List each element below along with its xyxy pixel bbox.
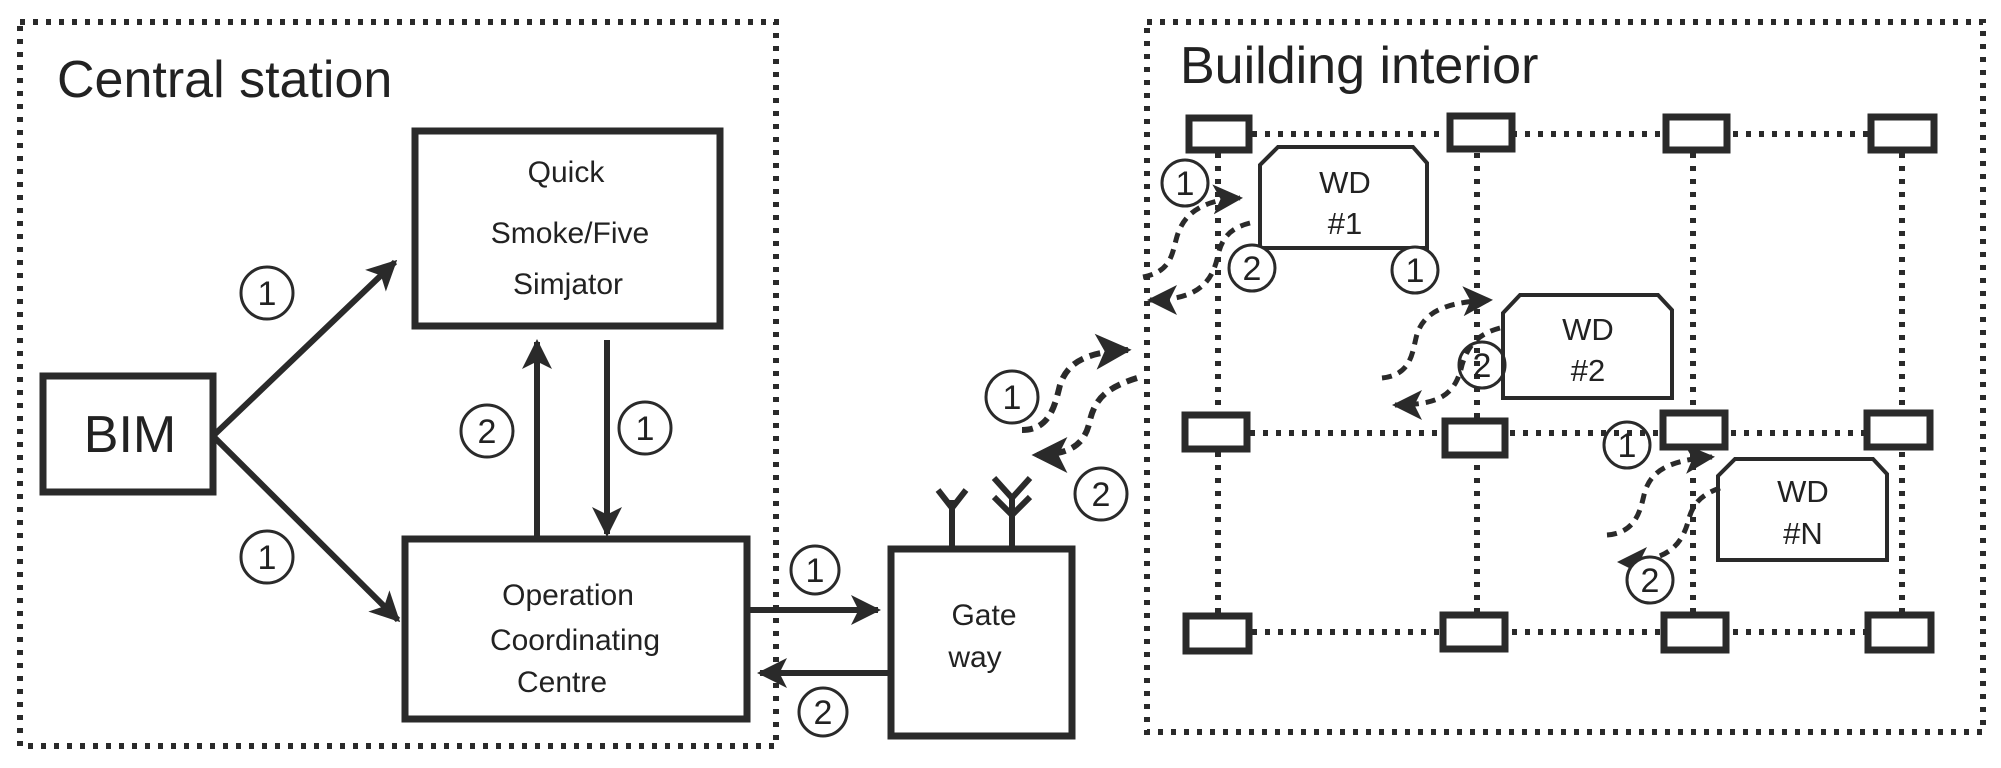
svg-text:1: 1 xyxy=(258,539,277,577)
wd-1-link-in xyxy=(1142,184,1243,280)
sensor-node[interactable] xyxy=(1181,411,1251,453)
sensor-nodes xyxy=(1181,112,1938,655)
central-station-region: Central station xyxy=(17,19,779,749)
occ-label-line-1: Operation xyxy=(502,579,634,612)
wd-2-label-line-2: #2 xyxy=(1571,353,1605,388)
building-interior-border xyxy=(1144,19,1986,735)
wd-2-label-line-1: WD xyxy=(1562,312,1614,347)
svg-text:2: 2 xyxy=(1641,562,1660,600)
gateway-box xyxy=(887,545,1076,740)
sensor-node[interactable] xyxy=(1446,112,1516,153)
svg-text:1: 1 xyxy=(636,410,655,448)
simulator-label-line-2: Smoke/Five xyxy=(491,217,649,250)
step-marker: 1 xyxy=(1390,245,1440,295)
wd-n-label-line-2: #N xyxy=(1783,516,1823,551)
gateway-label-line-2: way xyxy=(947,641,1001,674)
sensor-node[interactable] xyxy=(1439,611,1509,653)
central-station-title: Central station xyxy=(57,51,392,109)
simulator-box xyxy=(411,127,724,330)
arrow-bim-to-simulator xyxy=(210,259,398,439)
wd-1-label-line-1: WD xyxy=(1319,165,1371,200)
step-marker: 2 xyxy=(459,403,515,459)
step-marker: 1 xyxy=(239,265,295,321)
bim-box xyxy=(39,372,217,496)
wd-n-link-out xyxy=(1617,485,1721,577)
gateway-node[interactable]: Gate way xyxy=(887,475,1076,740)
step-marker: 1 xyxy=(1602,420,1652,470)
wd-2-link-in xyxy=(1381,286,1493,381)
wireless-device-n[interactable]: WD #N xyxy=(1716,457,1889,562)
wd-n-box xyxy=(1716,457,1889,562)
step-marker: 2 xyxy=(797,686,849,738)
svg-text:1: 1 xyxy=(1406,252,1425,290)
wd-1-box xyxy=(1258,145,1429,250)
step-marker: 1 xyxy=(239,529,295,585)
svg-text:1: 1 xyxy=(1618,427,1637,465)
occ-box xyxy=(401,535,751,723)
gateway-label-line-1: Gate xyxy=(951,599,1016,632)
step-marker: 1 xyxy=(1160,158,1210,208)
sensor-node[interactable] xyxy=(1863,409,1934,451)
building-interior-title: Building interior xyxy=(1180,37,1538,95)
bim-label: BIM xyxy=(84,406,176,464)
antenna-1-icon xyxy=(935,488,969,513)
sensor-node[interactable] xyxy=(1185,114,1253,154)
svg-text:2: 2 xyxy=(1092,476,1111,514)
step-marker: 1 xyxy=(789,544,841,596)
bim-node[interactable]: BIM xyxy=(39,372,217,496)
simulator-label-line-1: Quick xyxy=(528,156,606,189)
wd-2-box xyxy=(1501,293,1674,400)
sensor-node[interactable] xyxy=(1867,113,1938,154)
sensor-node[interactable] xyxy=(1662,113,1731,154)
svg-text:2: 2 xyxy=(1473,347,1492,385)
sensor-node[interactable] xyxy=(1182,612,1253,655)
wireless-link-downlink xyxy=(1031,375,1138,473)
wireless-device-2[interactable]: WD #2 xyxy=(1501,293,1674,400)
central-step-markers: 1 1 2 1 1 2 xyxy=(239,265,849,738)
wd-2-link-out xyxy=(1392,325,1501,420)
central-arrows xyxy=(210,259,888,688)
step-marker: 2 xyxy=(1073,466,1129,522)
svg-text:2: 2 xyxy=(814,694,833,732)
building-step-markers: 1 2 1 2 1 2 xyxy=(1160,158,1675,605)
step-marker: 1 xyxy=(984,369,1040,425)
wd-1-label-line-2: #1 xyxy=(1328,206,1362,241)
svg-text:1: 1 xyxy=(1176,165,1195,203)
svg-text:1: 1 xyxy=(806,552,825,590)
step-marker: 1 xyxy=(617,400,673,456)
occ-label-line-3: Centre xyxy=(517,666,607,699)
wd-n-link-in xyxy=(1606,443,1715,538)
wd-n-label-line-1: WD xyxy=(1777,474,1829,509)
step-marker: 2 xyxy=(1457,340,1507,390)
simulator-label-line-3: Simjator xyxy=(513,268,623,301)
occ-node[interactable]: Operation Coordinating Centre xyxy=(401,535,751,723)
wireless-device-1[interactable]: WD #1 xyxy=(1258,145,1429,250)
occ-label-line-2: Coordinating xyxy=(490,624,660,657)
wd-1-link-out xyxy=(1147,220,1251,315)
sensor-node[interactable] xyxy=(1659,409,1729,451)
simulator-node[interactable]: Quick Smoke/Five Simjator xyxy=(411,127,724,330)
arrow-bim-to-occ xyxy=(210,433,401,623)
step-marker: 2 xyxy=(1227,243,1277,293)
step-marker: 2 xyxy=(1625,555,1675,605)
svg-text:1: 1 xyxy=(258,275,277,313)
wireless-link-uplink xyxy=(1021,333,1132,433)
sensor-node[interactable] xyxy=(1864,611,1935,654)
building-interior-region: Building interior xyxy=(1144,19,1986,735)
sensor-node[interactable] xyxy=(1441,417,1509,459)
central-station-border xyxy=(17,19,779,749)
antenna-2-icon xyxy=(991,475,1033,520)
gateway-wireless-links: 1 2 xyxy=(984,333,1138,522)
svg-text:2: 2 xyxy=(1243,250,1262,288)
sensor-node[interactable] xyxy=(1660,611,1730,654)
svg-text:1: 1 xyxy=(1003,379,1022,417)
svg-text:2: 2 xyxy=(478,413,497,451)
